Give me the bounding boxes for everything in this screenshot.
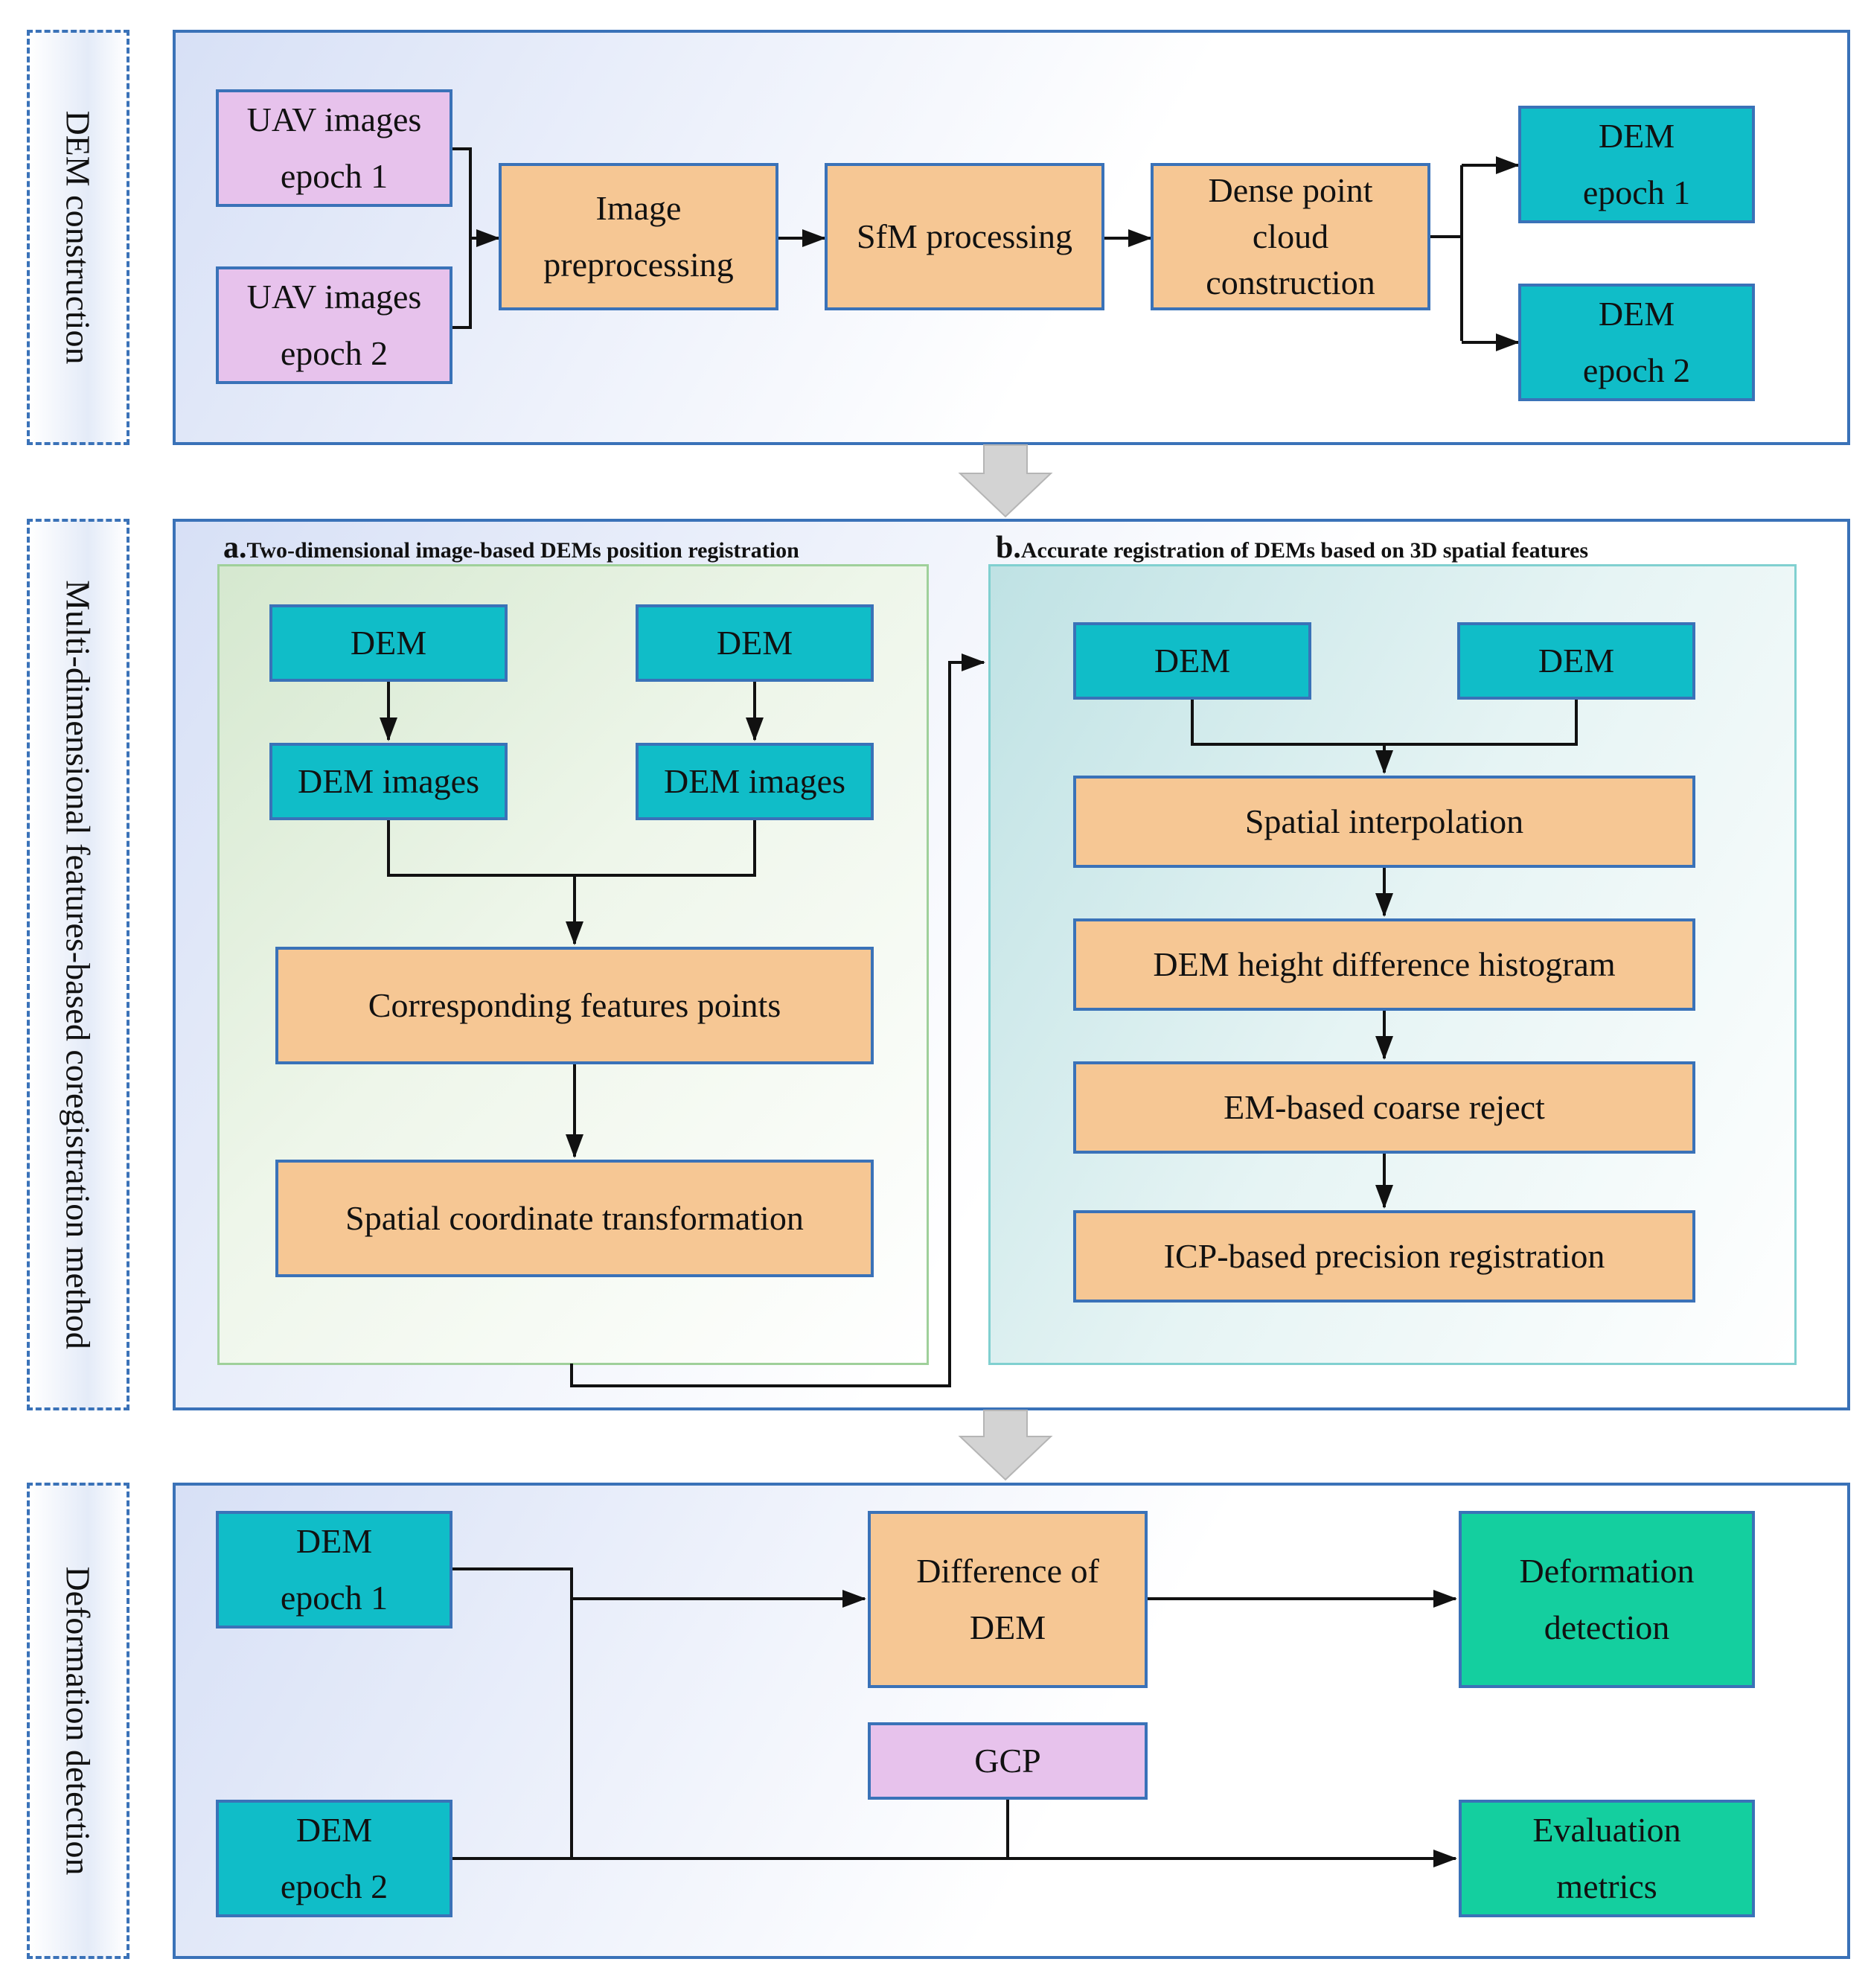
node-a-dem-images-left: DEM images: [269, 743, 508, 820]
section-label-construction-box: DEM construction: [27, 30, 129, 445]
flow-arrow-2-icon: [958, 1410, 1053, 1481]
connector-images-merge: [387, 820, 756, 877]
subpanel-a-title: a.Two-dimensional image-based DEMs posit…: [223, 530, 799, 566]
section-label-registration-box: Multi-dimensional features-based coregis…: [27, 519, 129, 1410]
connector-b-dems-merge: [1191, 700, 1578, 746]
node-detection-dem-epoch-2: DEM epoch 2: [216, 1800, 452, 1917]
node-deformation-detection: Deformation detection: [1459, 1511, 1755, 1688]
subpanel-a-tag: a.: [223, 531, 247, 565]
node-detection-dem-epoch-1: DEM epoch 1: [216, 1511, 452, 1629]
node-dense-point-cloud: Dense point cloud construction: [1151, 163, 1430, 310]
node-evaluation-metrics: Evaluation metrics: [1459, 1800, 1755, 1917]
node-a-dem-right: DEM: [636, 604, 874, 682]
node-spatial-interpolation: Spatial interpolation: [1073, 776, 1695, 868]
node-em-based-coarse-reject: EM-based coarse reject: [1073, 1061, 1695, 1154]
subpanel-b-title: b.Accurate registration of DEMs based on…: [996, 530, 1588, 566]
subpanel-b-tag: b.: [996, 531, 1021, 565]
connector-uav1-merge: [452, 147, 472, 329]
node-b-dem-left: DEM: [1073, 622, 1311, 700]
node-b-dem-right: DEM: [1457, 622, 1695, 700]
flow-arrow-1-icon: [958, 444, 1053, 518]
connector-a-to-b: [570, 653, 985, 1387]
node-a-dem-left: DEM: [269, 604, 508, 682]
subpanel-b-title-text: Accurate registration of DEMs based on 3…: [1020, 538, 1589, 563]
connector-det-dem1: [452, 1567, 573, 1858]
node-gcp: GCP: [868, 1722, 1148, 1800]
node-corresponding-features-points: Corresponding features points: [275, 947, 874, 1064]
section-label-detection-box: Deformation detection: [27, 1483, 129, 1959]
node-spatial-coordinate-transformation: Spatial coordinate transformation: [275, 1160, 874, 1277]
node-icp-based-precision-registration: ICP-based precision registration: [1073, 1210, 1695, 1303]
node-dem-height-difference-histogram: DEM height difference histogram: [1073, 918, 1695, 1011]
node-uav-images-epoch-2: UAV images epoch 2: [216, 266, 452, 384]
node-image-preprocessing: Image preprocessing: [499, 163, 778, 310]
node-a-dem-images-right: DEM images: [636, 743, 874, 820]
node-difference-of-dem: Difference of DEM: [868, 1511, 1148, 1688]
node-uav-images-epoch-1: UAV images epoch 1: [216, 89, 452, 207]
subpanel-a-title-text: Two-dimensional image-based DEMs positio…: [246, 538, 799, 563]
node-sfm-processing: SfM processing: [825, 163, 1104, 310]
node-construction-dem-epoch-1: DEM epoch 1: [1518, 106, 1755, 223]
node-construction-dem-epoch-2: DEM epoch 2: [1518, 284, 1755, 401]
